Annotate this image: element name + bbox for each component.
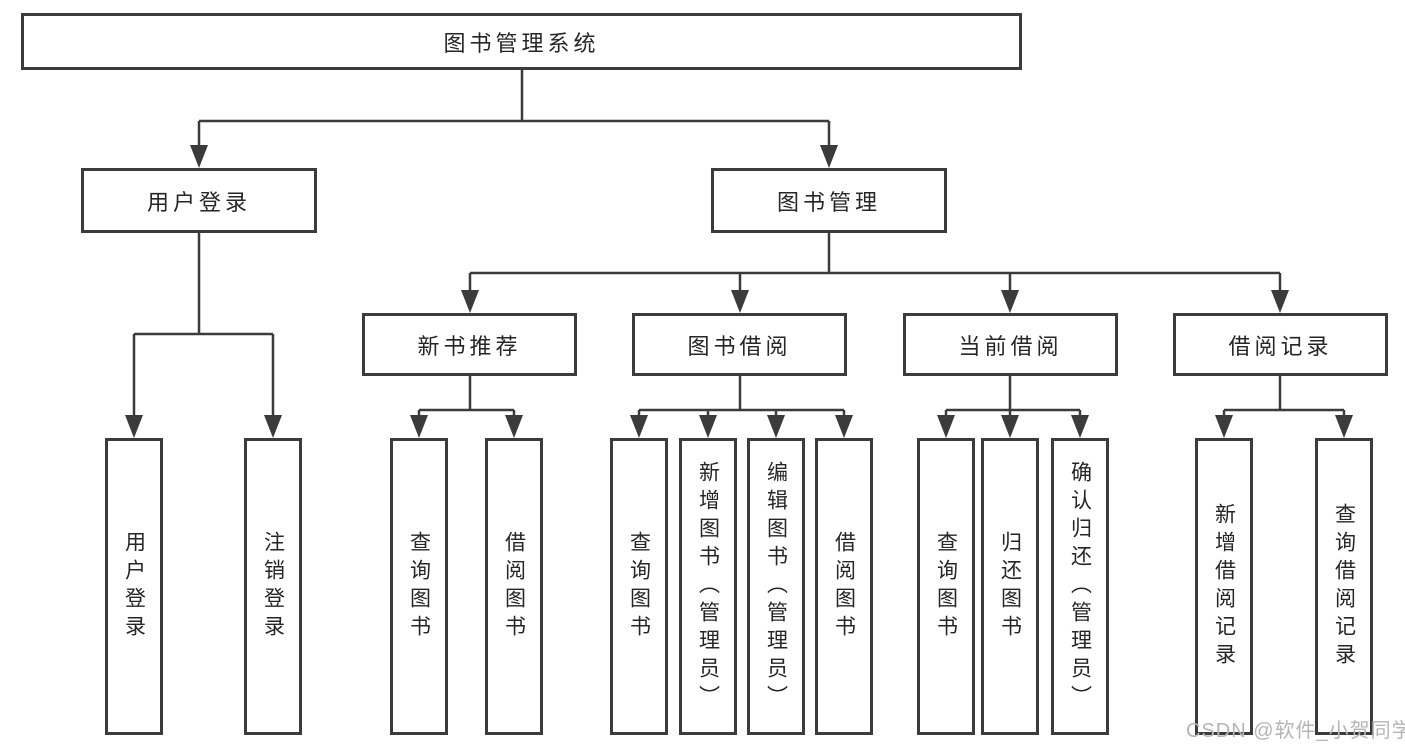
node-label: 新书推荐: [417, 333, 522, 359]
leaf-label: 查询借阅记录: [1332, 502, 1356, 671]
node-label: 借阅记录: [1228, 333, 1333, 359]
node-label: 图书借阅: [687, 333, 792, 359]
leaf-edit-books-admin: 编辑图书（管理员）: [747, 438, 805, 735]
node-book-borrowing: 图书借阅: [632, 313, 847, 376]
leaf-query-books-borrowing: 查询图书: [610, 438, 668, 735]
leaf-label: 用户登录: [122, 530, 146, 643]
leaf-label: 注销登录: [261, 530, 285, 643]
node-new-book-recommend: 新书推荐: [362, 313, 577, 376]
leaf-label: 借阅图书: [832, 530, 856, 643]
leaf-query-books-current: 查询图书: [917, 438, 975, 735]
leaf-borrow-books: 借阅图书: [815, 438, 873, 735]
leaf-label: 查询图书: [934, 530, 958, 643]
leaf-label: 新增图书（管理员）: [696, 460, 720, 713]
node-library-system: 图书管理系统: [21, 13, 1022, 70]
leaf-query-borrow-record: 查询借阅记录: [1315, 438, 1373, 735]
node-borrowing-records: 借阅记录: [1173, 313, 1388, 376]
node-label: 用户登录: [146, 189, 251, 215]
leaf-user-login: 用户登录: [105, 438, 163, 735]
csdn-watermark: CSDN @软件_小贺同学: [1186, 720, 1405, 742]
node-book-management: 图书管理: [711, 168, 947, 233]
node-label: 图书管理系统: [443, 30, 600, 56]
leaf-label: 查询图书: [627, 530, 651, 643]
node-label: 图书管理: [776, 189, 881, 215]
leaf-label: 借阅图书: [502, 530, 526, 643]
leaf-label: 归还图书: [998, 530, 1022, 643]
node-user-login: 用户登录: [81, 168, 317, 233]
leaf-label: 确认归还（管理员）: [1068, 460, 1092, 713]
leaf-add-books-admin: 新增图书（管理员）: [679, 438, 737, 735]
leaf-label: 编辑图书（管理员）: [764, 460, 788, 713]
leaf-return-books: 归还图书: [981, 438, 1039, 735]
leaf-add-borrow-record: 新增借阅记录: [1195, 438, 1253, 735]
node-current-borrowing: 当前借阅: [903, 313, 1118, 376]
node-label: 当前借阅: [958, 333, 1063, 359]
leaf-logout: 注销登录: [244, 438, 302, 735]
leaf-label: 新增借阅记录: [1212, 502, 1236, 671]
leaf-query-books-recommend: 查询图书: [390, 438, 448, 735]
leaf-borrow-books-recommend: 借阅图书: [485, 438, 543, 735]
leaf-confirm-return-admin: 确认归还（管理员）: [1051, 438, 1109, 735]
leaf-label: 查询图书: [407, 530, 431, 643]
